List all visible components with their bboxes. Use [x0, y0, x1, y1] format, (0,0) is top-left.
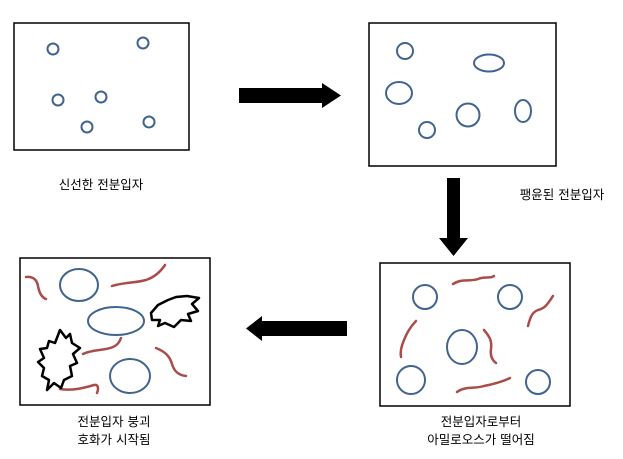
- panel-leaching: [379, 262, 571, 407]
- granules: [46, 36, 156, 134]
- caption-leaching-line2: 아밀로오스가 떨어짐: [427, 432, 534, 447]
- granule: [136, 36, 150, 50]
- granule: [80, 120, 94, 134]
- amylose-chain: [110, 263, 167, 288]
- granules: [385, 42, 532, 139]
- collapsed-granule-fragment: [36, 328, 82, 392]
- granule: [473, 53, 505, 73]
- granule: [46, 42, 60, 56]
- granule: [94, 90, 108, 104]
- arrow-down-icon: [439, 178, 468, 256]
- granules: [396, 284, 551, 395]
- granule: [59, 268, 99, 302]
- arrow-right-icon: [239, 83, 341, 108]
- granule: [51, 93, 65, 107]
- caption-swollen: 팽윤된 전분입자: [520, 187, 605, 202]
- panel-collapse: [19, 257, 211, 406]
- granule: [109, 358, 151, 394]
- granule: [412, 284, 438, 310]
- granule: [497, 284, 523, 310]
- caption-leaching-line1: 전분입자로부터: [441, 414, 522, 429]
- caption-collapse-line1: 전분입자 붕괴: [78, 414, 151, 429]
- amylose-chain: [154, 346, 188, 378]
- granule: [396, 365, 426, 395]
- amylose-chain: [451, 274, 496, 286]
- amylose-chain: [482, 328, 498, 365]
- amylose-chain: [455, 376, 512, 394]
- panel-swollen: [368, 22, 557, 167]
- granule: [446, 329, 478, 365]
- granule: [142, 115, 156, 129]
- arrow-left-icon: [246, 316, 347, 341]
- granule: [418, 121, 436, 139]
- panel-frame: [13, 22, 190, 151]
- amylose-chain: [399, 319, 418, 359]
- caption-fresh: 신선한 전분입자: [59, 177, 144, 192]
- collapsed-granule-fragment: [149, 294, 201, 329]
- amylose-chain: [24, 275, 48, 301]
- amylose-chain: [81, 336, 123, 356]
- caption-collapse-line2: 호화가 시작됨: [78, 432, 151, 447]
- panel-frame: [368, 22, 557, 167]
- collapsed-granule-fragments: [36, 294, 201, 392]
- panel-frame: [379, 262, 571, 407]
- amylose-chain: [58, 383, 100, 395]
- granule: [455, 102, 481, 128]
- granules: [59, 268, 151, 394]
- amylose-chain: [526, 294, 555, 328]
- granule: [385, 81, 413, 105]
- panel-fresh: [13, 22, 190, 151]
- granule: [525, 369, 551, 395]
- granule: [87, 306, 145, 336]
- amylose-chains: [399, 274, 555, 394]
- granule: [514, 99, 532, 123]
- amylose-chains: [24, 263, 188, 395]
- granule: [396, 42, 414, 60]
